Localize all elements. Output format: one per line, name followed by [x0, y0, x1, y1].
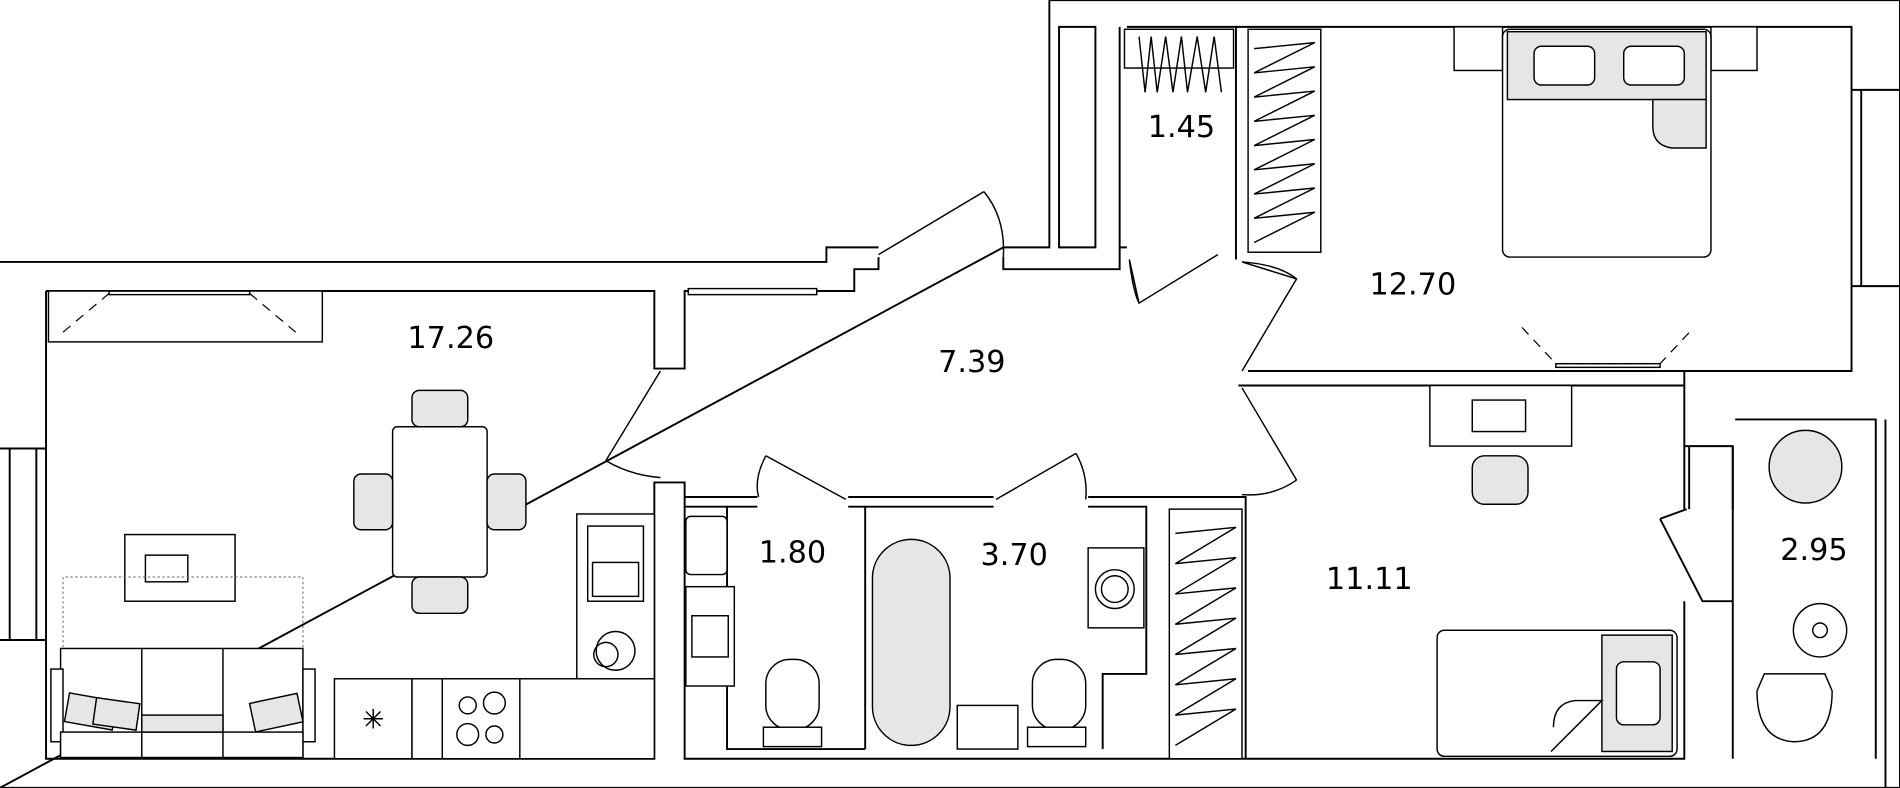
area-bedroom: 12.70: [1370, 268, 1457, 303]
wardrobes: [687, 28, 1322, 760]
living-furniture: [47, 290, 656, 760]
area-labels: 17.26 7.39 1.45 12.70 1.80 3.70 11.11 2.…: [407, 110, 1847, 597]
area-hall: 7.39: [938, 345, 1005, 380]
area-closet: 1.45: [1148, 110, 1215, 145]
bedroom-furniture: [1429, 26, 1848, 758]
area-second-room: 11.11: [1326, 562, 1413, 597]
doors: [605, 191, 1298, 501]
area-bathroom: 3.70: [981, 538, 1048, 573]
bath-fixtures: [685, 515, 1145, 750]
area-toilet: 1.80: [759, 535, 826, 570]
area-living-kitchen: 17.26: [407, 321, 494, 356]
area-balcony: 2.95: [1780, 533, 1847, 568]
